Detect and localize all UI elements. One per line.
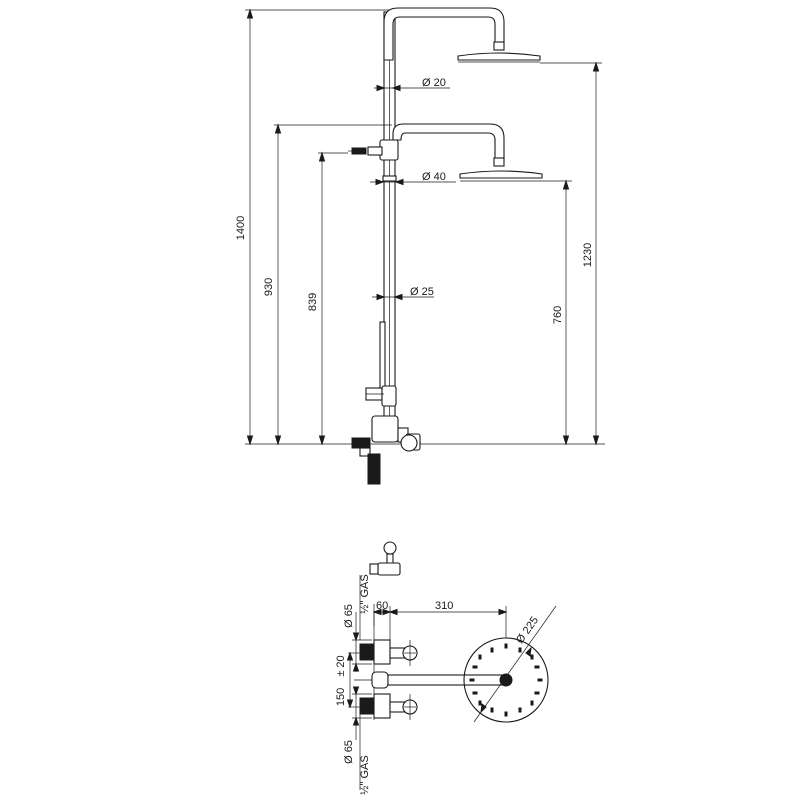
upper-shower-head: [457, 41, 541, 63]
dim-dia-40-label: Ø 40: [422, 171, 446, 183]
dia-65-top-label: Ø 65: [343, 604, 355, 628]
shower-column: [383, 11, 396, 441]
lower-shower-arm: [392, 123, 505, 161]
dim-310-label: 310: [435, 600, 453, 612]
lower-shower-head: [459, 157, 543, 182]
dim-1230: 1230: [540, 61, 602, 446]
dim-dia-40: Ø 40: [370, 171, 456, 186]
plan-mixer-top: [359, 639, 418, 666]
plan-mixer-bottom: [359, 693, 418, 720]
dim-839: 839: [307, 151, 348, 446]
dim-dia-25-label: Ø 25: [410, 286, 434, 298]
dim-dia-25: Ø 25: [372, 286, 434, 301]
plan-holder: [369, 541, 401, 576]
dim-1400: 1400: [235, 8, 254, 446]
dim-760-label: 760: [552, 306, 564, 324]
diverter-block: [348, 139, 399, 161]
dim-gas-top: ½" GAS Ø 65: [343, 574, 372, 672]
upper-handle: [365, 385, 397, 407]
mixer-valves: [351, 415, 421, 485]
dim-839-label: 839: [307, 293, 319, 311]
dim-gas-bottom: Ø 65 ½" GAS: [343, 686, 372, 795]
dim-dia-20: Ø 20: [374, 77, 450, 92]
elevation-view: 1400 930 839 1230: [235, 7, 605, 485]
tolerance-label: ± 20: [335, 655, 347, 676]
dia-65-bottom-label: Ø 65: [343, 740, 355, 764]
centres-150-label: 150: [335, 688, 347, 706]
plan-view: Ø 225 60 310 ½" GAS Ø 65: [335, 541, 557, 795]
plan-nozzles: [469, 643, 543, 717]
dim-1230-label: 1230: [582, 243, 594, 267]
dim-dia-20-label: Ø 20: [422, 77, 446, 89]
column-collar: [382, 175, 397, 182]
dim-760: 760: [542, 179, 572, 446]
dim-1400-label: 1400: [235, 216, 247, 240]
dim-tolerance-150: ± 20 150: [335, 651, 360, 709]
gas-top-label: ½" GAS: [359, 574, 371, 613]
dim-dia-225-label: Ø 225: [514, 615, 541, 646]
dim-930-label: 930: [263, 278, 275, 296]
dim-930: 930: [263, 123, 392, 446]
dim-dia-225: Ø 225: [473, 605, 557, 723]
plan-arm: [354, 671, 513, 689]
gas-bottom-label: ½" GAS: [359, 755, 371, 794]
upper-shower-arm: [383, 7, 505, 61]
hand-shower-holder: [379, 321, 386, 393]
dim-60-label: 60: [376, 600, 388, 612]
dim-60-310: 60 310: [372, 600, 508, 640]
